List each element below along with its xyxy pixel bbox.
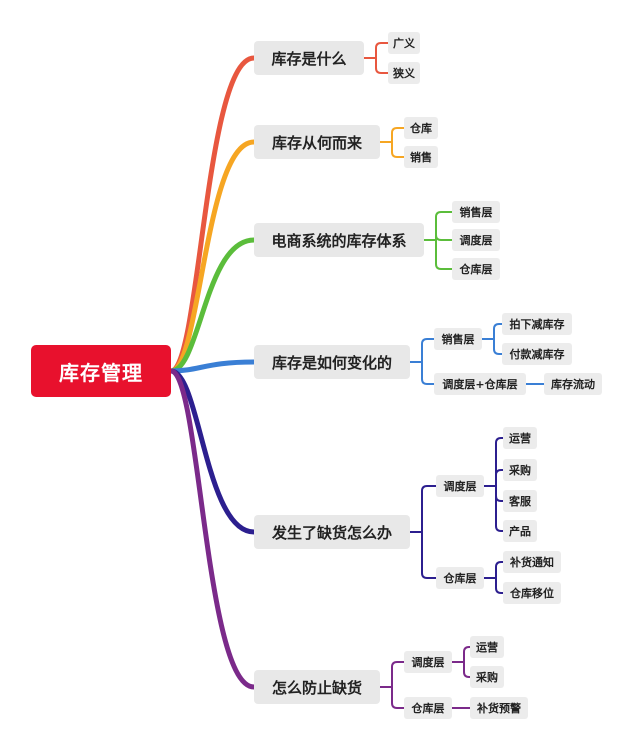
subtopic-dispatch-layer[interactable]: 调度层	[404, 651, 452, 673]
subtopic-warehouse-layer[interactable]: 仓库层	[436, 567, 484, 589]
links-b5-arm-0	[391, 661, 405, 688]
links-b4-c1-arm-0	[495, 561, 504, 579]
links-b2-arm-2	[435, 239, 453, 270]
subtopic-sales-layer[interactable]: 销售层	[452, 201, 500, 223]
subtopic-dispatch-layer[interactable]: 调度层	[452, 229, 500, 251]
leaf-procurement[interactable]: 采购	[470, 666, 504, 688]
topic-how-inventory-changes[interactable]: 库存是如何变化的	[254, 345, 410, 379]
leaf-restock-warning[interactable]: 补货预警	[470, 697, 528, 719]
subtopic-warehouse-layer[interactable]: 仓库层	[452, 258, 500, 280]
links-b4-c0-arm-3	[495, 485, 504, 532]
branch-link-2	[168, 237, 257, 374]
links-b5-c0-arm-0	[463, 646, 471, 663]
links-b3-c0-arm-1	[493, 338, 503, 355]
leaf-customer-service[interactable]: 客服	[503, 490, 537, 512]
links-b3-arm-1	[421, 361, 435, 385]
leaf-inventory-flow[interactable]: 库存流动	[544, 373, 602, 395]
links-b5-arm-1	[391, 686, 405, 709]
links-b1-arm-0	[391, 127, 405, 143]
subtopic-broad-sense[interactable]: 广义	[388, 32, 420, 54]
topic-how-to-prevent-out-of-stock[interactable]: 怎么防止缺货	[254, 670, 380, 704]
subtopic-sales[interactable]: 销售	[404, 146, 438, 168]
branch-link-1	[168, 139, 257, 374]
subtopic-narrow-sense[interactable]: 狭义	[388, 62, 420, 84]
leaf-deduct-on-payment[interactable]: 付款减库存	[502, 343, 572, 365]
links-b1-arm-1	[391, 141, 405, 158]
subtopic-sales-layer[interactable]: 销售层	[434, 328, 482, 350]
leaf-operations[interactable]: 运营	[470, 636, 504, 658]
links-b4-c0-arm-0	[495, 437, 504, 487]
topic-where-inventory-comes-from[interactable]: 库存从何而来	[254, 125, 380, 159]
leaf-procurement[interactable]: 采购	[503, 459, 537, 481]
links-b5-c0-arm-1	[463, 661, 471, 678]
branch-link-5	[168, 368, 257, 690]
topic-ecommerce-inventory-system[interactable]: 电商系统的库存体系	[254, 223, 424, 257]
leaf-warehouse-relocation[interactable]: 仓库移位	[503, 582, 561, 604]
leaf-restock-notice[interactable]: 补货通知	[503, 551, 561, 573]
links-b2-arm-1	[435, 234, 453, 241]
leaf-product[interactable]: 产品	[503, 520, 537, 542]
leaf-operations[interactable]: 运营	[503, 427, 537, 449]
links-b4-arm-0	[421, 485, 437, 533]
topic-what-is-inventory[interactable]: 库存是什么	[254, 41, 364, 75]
links-b3-arm-0	[421, 338, 435, 363]
leaf-deduct-on-order[interactable]: 拍下减库存	[502, 313, 572, 335]
subtopic-dispatch-and-warehouse-layer[interactable]: 调度层+仓库层	[434, 373, 526, 395]
links-b0-arm-0	[375, 42, 389, 59]
root-node[interactable]: 库存管理	[31, 345, 171, 397]
links-b4-c1-arm-1	[495, 577, 504, 594]
links-b0-arm-1	[375, 57, 389, 74]
topic-what-to-do-when-out-of-stock[interactable]: 发生了缺货怎么办	[254, 515, 410, 549]
links-b4-c0-arm-2	[495, 485, 504, 502]
links-b2-arm-0	[435, 211, 453, 241]
subtopic-dispatch-layer[interactable]: 调度层	[436, 475, 484, 497]
links-b4-arm-1	[421, 531, 437, 579]
subtopic-warehouse[interactable]: 仓库	[404, 117, 438, 139]
subtopic-warehouse-layer[interactable]: 仓库层	[404, 697, 452, 719]
links-b3-c0-arm-0	[493, 323, 503, 340]
branch-link-3	[168, 359, 257, 374]
links-b4-c0-arm-1	[495, 469, 504, 487]
